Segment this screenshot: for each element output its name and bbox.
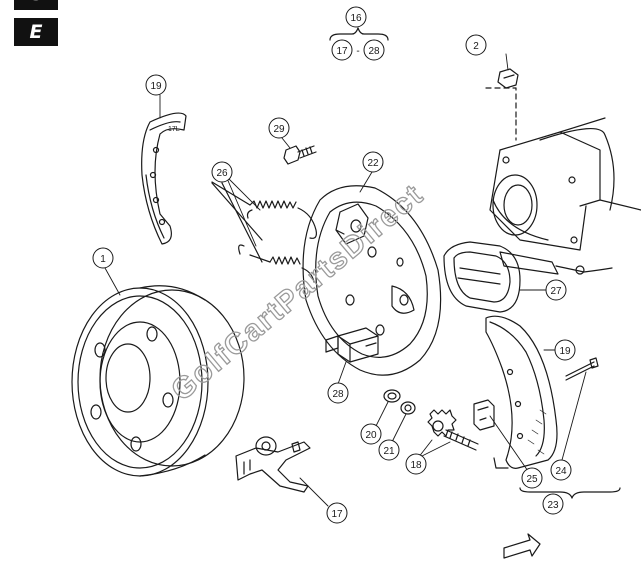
- callout-23-label: 23: [547, 500, 559, 511]
- callout-28-label: 28: [332, 389, 344, 400]
- callout-19-right-label: 19: [559, 346, 571, 357]
- callout-17-label: 17: [331, 509, 343, 520]
- callout-25-label: 25: [526, 474, 538, 485]
- callout-16-label: 16: [350, 13, 362, 24]
- callout-17: 17: [326, 502, 348, 524]
- watermark-text: GolfCartPartsDirect: [165, 178, 430, 408]
- callout-28-range: 28: [363, 39, 385, 61]
- callout-26: 26: [211, 161, 233, 183]
- leader-lines: [104, 53, 587, 507]
- brake-shoe-left: [141, 112, 187, 245]
- callout-21: 21: [378, 439, 400, 461]
- callout-19-left: 19: [145, 74, 167, 96]
- axle-housing: [485, 68, 641, 251]
- adjuster-screw: [427, 409, 479, 451]
- callout-28-range-label: 28: [368, 46, 380, 57]
- callout-19-right: 19: [554, 339, 576, 361]
- callout-20-label: 20: [365, 430, 377, 441]
- callout-22: 22: [362, 151, 384, 173]
- callout-22-label: 22: [367, 158, 379, 169]
- callout-24: 24: [550, 459, 572, 481]
- callout-23: 23: [542, 493, 564, 515]
- callout-17-range-label: 17: [336, 46, 348, 57]
- range-separator: -: [356, 46, 359, 57]
- parking-lever: [235, 436, 311, 493]
- callout-18-label: 18: [410, 460, 422, 471]
- callout-24-label: 24: [555, 466, 567, 477]
- callouts: 1 2 16 17 17 - 28 18 19 19 20 21 22 23 2…: [92, 6, 576, 524]
- brake-shoe-right: [485, 315, 558, 469]
- callout-29-label: 29: [273, 124, 285, 135]
- bolt: [283, 145, 317, 165]
- callout-17-range: 17: [331, 39, 353, 61]
- bracket-16: [329, 27, 389, 41]
- callout-27-label: 27: [550, 286, 562, 297]
- callout-21-label: 21: [383, 446, 395, 457]
- callout-2-label: 2: [473, 41, 479, 52]
- section-tab-e: E: [14, 18, 58, 46]
- callout-27: 27: [545, 279, 567, 301]
- section-tab-g: G: [14, 0, 58, 10]
- callout-29: 29: [268, 117, 290, 139]
- backing-plate: [302, 185, 442, 376]
- callout-16: 16: [345, 6, 367, 28]
- bracket-23: [519, 487, 621, 499]
- callout-19-left-label: 19: [150, 81, 162, 92]
- callout-1-label: 1: [100, 254, 106, 265]
- callout-25: 25: [521, 467, 543, 489]
- direction-arrow: [503, 533, 541, 559]
- callout-26-label: 26: [216, 168, 228, 179]
- wheel-cylinder: [325, 327, 379, 363]
- brake-springs: [211, 181, 317, 283]
- callout-1: 1: [92, 247, 114, 269]
- callout-28: 28: [327, 382, 349, 404]
- shoe-marking: 17L: [168, 126, 180, 133]
- cable-seal: [443, 241, 613, 313]
- callout-18: 18: [405, 453, 427, 475]
- callout-2: 2: [465, 34, 487, 56]
- washers: [383, 389, 416, 415]
- spring-retainer: [473, 399, 495, 431]
- callout-20: 20: [360, 423, 382, 445]
- brake-drum: [71, 285, 245, 477]
- hold-down-pin: [565, 357, 599, 381]
